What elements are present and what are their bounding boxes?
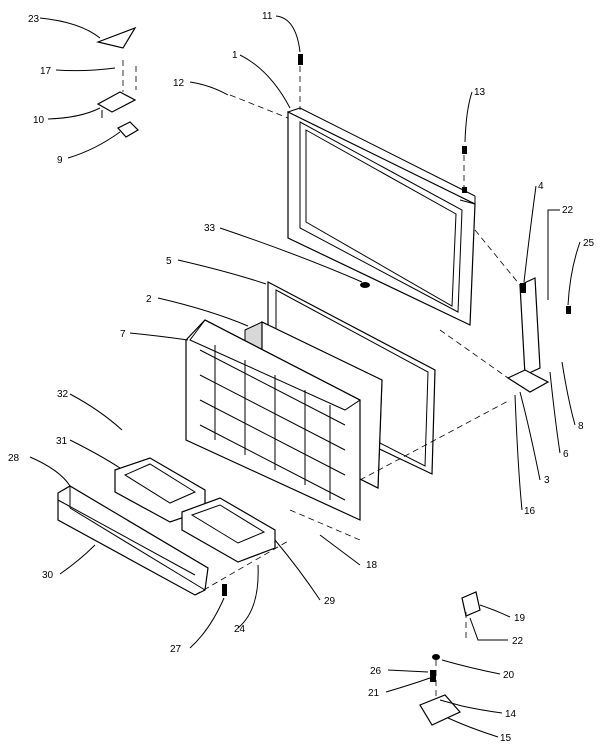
- callout-labels: 23 17 10 9 11 1 12 13 4 22 25 33 5 2 7 3…: [8, 11, 595, 744]
- pin-part-27: [222, 584, 227, 596]
- callout-25: 25: [583, 238, 595, 249]
- callout-9: 9: [57, 155, 63, 166]
- callout-29: 29: [324, 596, 336, 607]
- callout-32: 32: [57, 389, 69, 400]
- cover-part-23: [95, 26, 137, 49]
- callout-8: 8: [578, 421, 584, 432]
- hinge-part-3: [506, 277, 550, 393]
- callout-18: 18: [366, 560, 378, 571]
- callout-33: 33: [204, 223, 216, 234]
- callout-31: 31: [56, 436, 68, 447]
- callout-20: 20: [503, 670, 515, 681]
- callout-5: 5: [166, 256, 172, 267]
- callout-12: 12: [173, 78, 185, 89]
- alignment-lines: [122, 60, 521, 700]
- bracket-part-9: [117, 121, 139, 138]
- pin-part-21: [430, 670, 436, 682]
- door-frame-part-1: [287, 107, 476, 326]
- basket-part-7: [185, 319, 361, 521]
- callout-28: 28: [8, 453, 20, 464]
- bracket-part-15: [419, 694, 463, 726]
- callout-21: 21: [368, 688, 380, 699]
- callout-22-top: 22: [562, 205, 574, 216]
- callout-7: 7: [120, 329, 126, 340]
- bracket-part-19: [461, 591, 481, 617]
- callout-3: 3: [544, 475, 550, 486]
- callout-13: 13: [474, 87, 486, 98]
- callout-17: 17: [40, 66, 52, 77]
- callout-22-bottom: 22: [512, 636, 524, 647]
- screw-part-11: [298, 54, 303, 65]
- bin-part-29: [181, 497, 276, 563]
- callout-16: 16: [524, 506, 536, 517]
- callout-19: 19: [514, 613, 526, 624]
- callout-26: 26: [370, 666, 382, 677]
- leader-lines: [29, 15, 581, 738]
- callout-15: 15: [500, 733, 512, 744]
- callout-2: 2: [146, 294, 152, 305]
- screw-part-25: [566, 306, 571, 314]
- callout-14: 14: [505, 709, 517, 720]
- callout-1: 1: [232, 50, 238, 61]
- callout-6: 6: [563, 449, 569, 460]
- callout-11: 11: [262, 11, 273, 22]
- callout-24: 24: [234, 624, 246, 635]
- callout-4: 4: [538, 181, 544, 192]
- callout-30: 30: [42, 570, 54, 581]
- screw-part-13: [462, 146, 467, 193]
- washer-part-20: [432, 654, 440, 660]
- callout-27: 27: [170, 644, 182, 655]
- bracket-part-10: [96, 91, 137, 118]
- screw-part-33: [360, 282, 370, 288]
- callout-10: 10: [33, 115, 45, 126]
- callout-23: 23: [28, 14, 40, 25]
